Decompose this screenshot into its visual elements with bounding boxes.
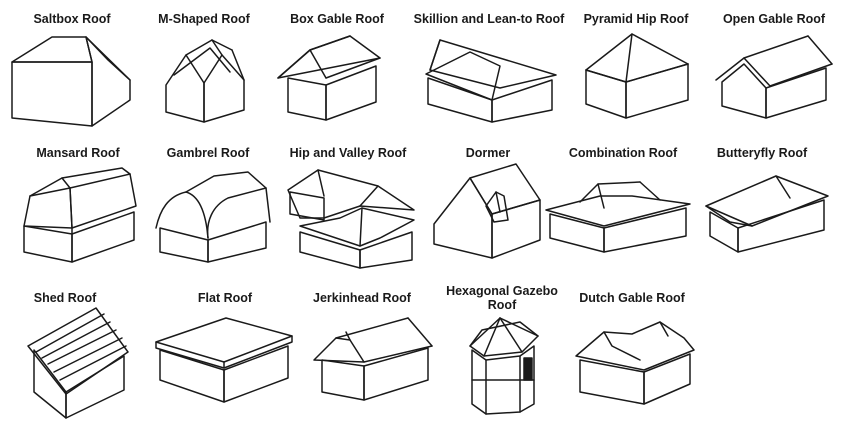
mansard-roof-illustration [23,167,137,263]
label-gazebo-roof: Hexagonal Gazebo Roof [446,284,558,312]
label-skillion-roof: Skillion and Lean-to Roof [413,12,565,26]
shed-roof-illustration [27,307,129,419]
label-dormer: Dormer [465,146,511,160]
label-combination-roof: Combination Roof [568,146,678,160]
hip-valley-roof-illustration [287,169,415,269]
jerkinhead-roof-illustration [313,317,433,401]
label-saltbox-roof: Saltbox Roof [33,12,111,26]
label-open-gable-roof: Open Gable Roof [722,12,826,26]
box-gable-roof-illustration [277,35,381,121]
combination-roof-illustration [545,181,691,253]
skillion-roof-illustration [425,39,557,123]
open-gable-roof-illustration [715,35,833,119]
butterfly-roof-illustration [705,175,829,253]
pyramid-hip-roof-illustration [585,33,689,119]
flat-roof-illustration [155,317,293,403]
gambrel-roof-illustration [155,171,271,263]
label-butterfly-roof: Butteryfly Roof [716,146,808,160]
m-shaped-roof-illustration [165,39,245,123]
saltbox-roof-illustration [11,36,131,127]
label-pyramid-hip-roof: Pyramid Hip Roof [583,12,689,26]
dutch-gable-roof-illustration [575,321,695,405]
label-flat-roof: Flat Roof [197,291,253,305]
label-box-gable-roof: Box Gable Roof [290,12,384,26]
dormer-roof-illustration [433,163,541,259]
label-hip-valley-roof: Hip and Valley Roof [289,146,407,160]
gazebo-roof-illustration [469,317,539,415]
label-gambrel-roof: Gambrel Roof [166,146,250,160]
label-shed-roof: Shed Roof [33,291,97,305]
label-mansard-roof: Mansard Roof [36,146,120,160]
label-dutch-gable-roof: Dutch Gable Roof [579,291,685,305]
label-m-shaped-roof: M-Shaped Roof [158,12,250,26]
label-jerkinhead-roof: Jerkinhead Roof [313,291,411,305]
